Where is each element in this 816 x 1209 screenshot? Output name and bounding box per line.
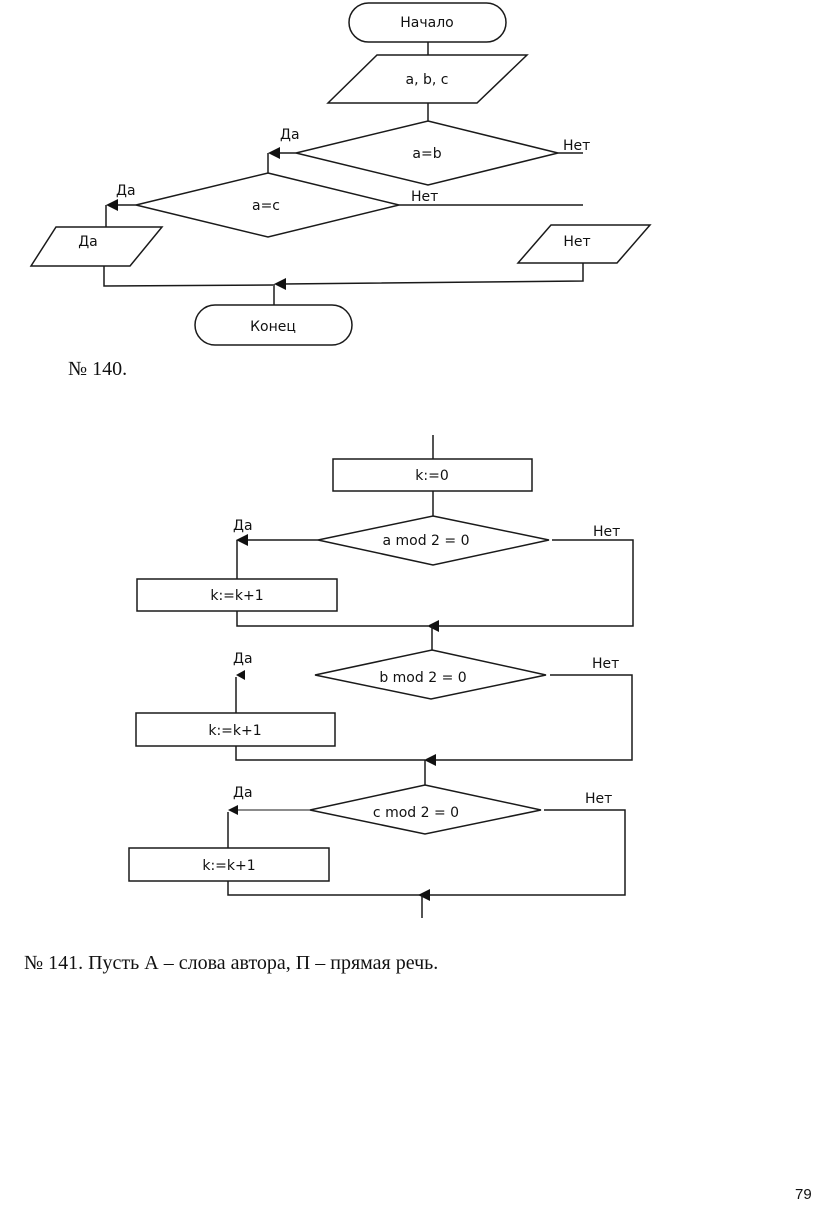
check-block-a: a mod 2 = 0 Да Нет k:=k+1 bbox=[136, 515, 634, 650]
arrow-head-icon bbox=[268, 147, 280, 159]
problem-140-caption: № 140. bbox=[68, 358, 128, 380]
end-label: Конец bbox=[250, 319, 296, 335]
arrow-head-icon bbox=[418, 889, 430, 901]
init-block: k:=0 bbox=[332, 458, 533, 492]
start-terminator: Начало bbox=[348, 2, 507, 43]
no-label: Нет bbox=[563, 138, 590, 154]
merge-line-left bbox=[103, 266, 274, 287]
arrow-head-icon bbox=[236, 670, 245, 680]
decision-label: a=b bbox=[412, 146, 441, 162]
arrow-head-icon bbox=[424, 754, 436, 766]
decision-a-eq-c: a=c bbox=[135, 172, 400, 238]
action-label: k:=k+1 bbox=[210, 588, 263, 604]
action-box bbox=[128, 847, 330, 882]
merge-line bbox=[236, 611, 428, 627]
decision-a-eq-b: a=b bbox=[295, 120, 559, 186]
yes-label: Да bbox=[233, 785, 253, 801]
no-branch-line bbox=[430, 809, 626, 896]
input-label: a, b, c bbox=[406, 72, 449, 88]
flowchart-140: k:=0 a mod 2 = 0 Да Нет k:=k+1 b mod 2 =… bbox=[128, 435, 634, 918]
output-no-block: Нет bbox=[516, 224, 652, 264]
output-yes-label: Да bbox=[78, 234, 98, 250]
action-box bbox=[135, 712, 336, 747]
check-block-c: c mod 2 = 0 Да Нет k:=k+1 bbox=[128, 784, 626, 918]
yes-label: Да bbox=[233, 518, 253, 534]
condition-label: b mod 2 = 0 bbox=[379, 670, 466, 686]
merge-line bbox=[227, 881, 420, 896]
no-branch-line bbox=[438, 539, 634, 627]
output-no-label: Нет bbox=[563, 234, 590, 250]
arrow-head-icon bbox=[236, 534, 248, 546]
flowchart-139: Начало a, b, c a=b Да Нет a=c Да Нет bbox=[29, 2, 652, 346]
no-label: Нет bbox=[411, 189, 438, 205]
input-block: a, b, c bbox=[326, 54, 529, 104]
action-box bbox=[136, 578, 338, 612]
yes-label: Да bbox=[233, 651, 253, 667]
merge-line bbox=[235, 746, 425, 761]
action-label: k:=k+1 bbox=[208, 723, 261, 739]
arrow-head-icon bbox=[427, 620, 439, 632]
check-block-b: b mod 2 = 0 Да Нет k:=k+1 bbox=[135, 649, 633, 785]
condition-label: a mod 2 = 0 bbox=[382, 533, 469, 549]
problem-141-caption: № 141. Пусть А – слова автора, П – пряма… bbox=[24, 952, 439, 974]
yes-label: Да bbox=[280, 127, 300, 143]
output-yes-block: Да bbox=[29, 226, 164, 267]
yes-label: Да bbox=[116, 183, 136, 199]
init-label: k:=0 bbox=[415, 468, 448, 484]
arrow-head-icon bbox=[274, 278, 286, 290]
end-terminator: Конец bbox=[194, 304, 353, 346]
merge-line-right bbox=[282, 263, 584, 285]
no-label: Нет bbox=[585, 791, 612, 807]
page-number: 79 bbox=[795, 1186, 812, 1203]
arrow-head-icon bbox=[228, 805, 238, 815]
decision-label: a=c bbox=[252, 198, 280, 214]
action-label: k:=k+1 bbox=[202, 858, 255, 874]
no-branch-line bbox=[435, 674, 633, 761]
no-label: Нет bbox=[592, 656, 619, 672]
no-label: Нет bbox=[593, 524, 620, 540]
arrow-head-icon bbox=[106, 199, 118, 211]
condition-label: c mod 2 = 0 bbox=[373, 805, 459, 821]
start-label: Начало bbox=[400, 15, 453, 31]
